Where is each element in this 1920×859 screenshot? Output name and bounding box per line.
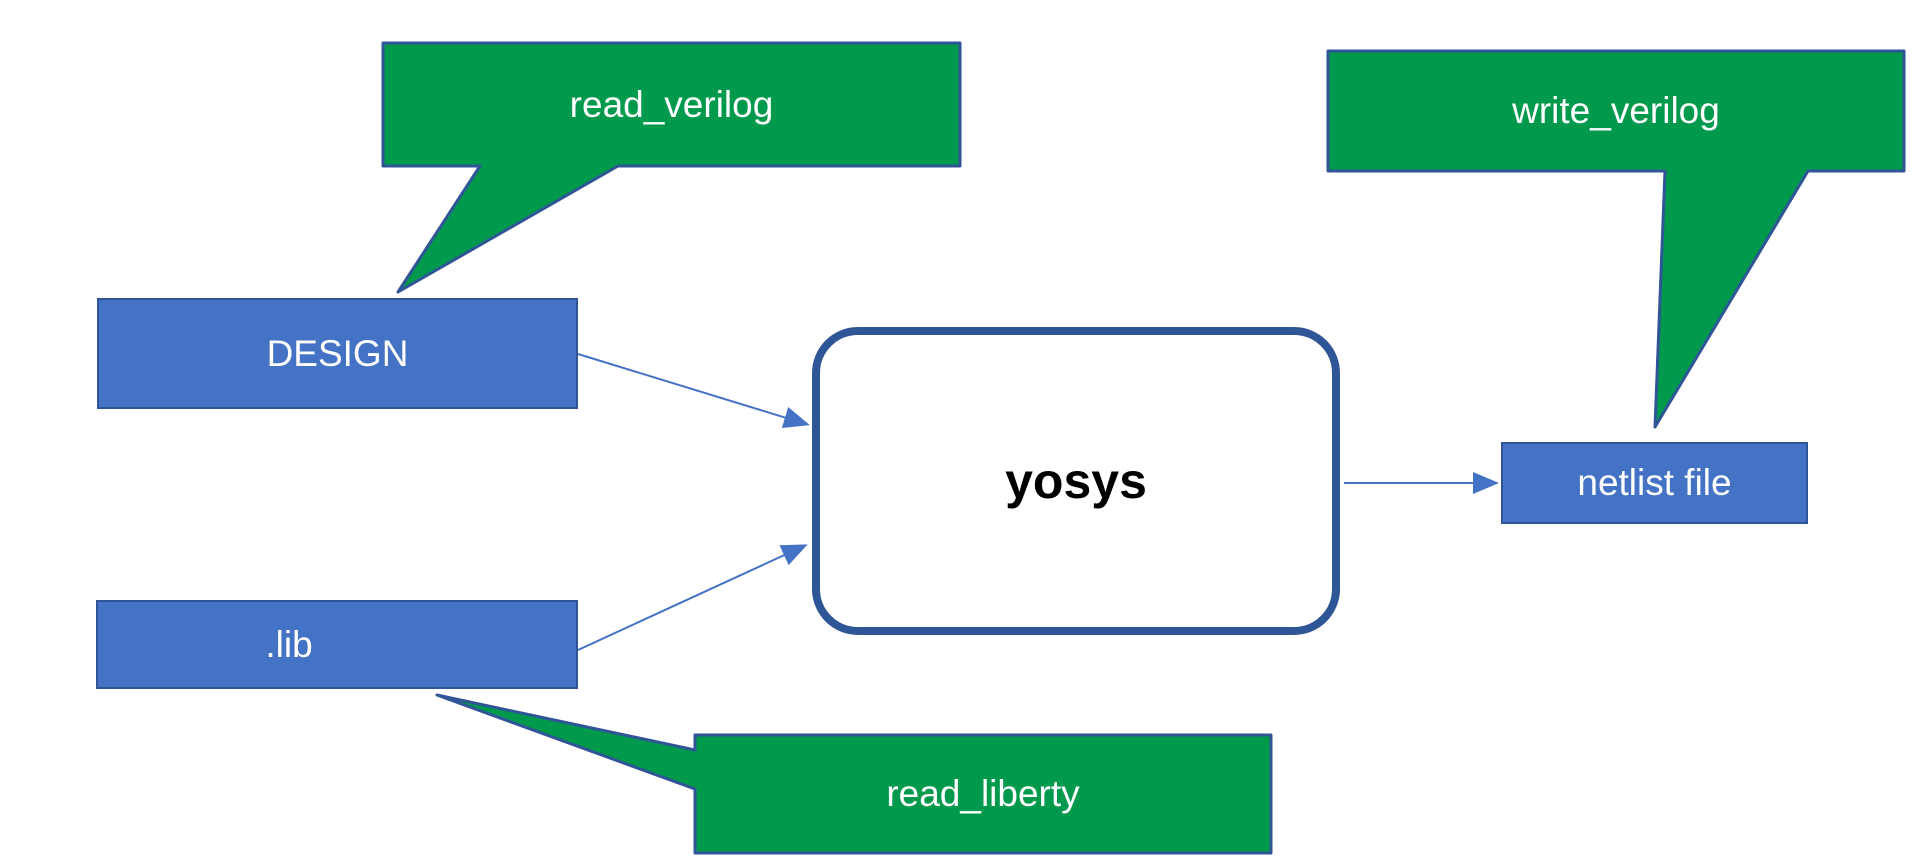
read-liberty-callout-shape — [435, 693, 1273, 855]
write-verilog-callout-shape — [1326, 49, 1906, 429]
read-verilog-callout-shape — [381, 41, 962, 294]
netlist-file-node: netlist file — [1501, 442, 1808, 524]
design-to-yosys-arrow — [577, 353, 810, 429]
lib-to-yosys-arrow — [577, 544, 808, 651]
design-node: DESIGN — [97, 298, 578, 409]
yosys-process-node: yosys — [812, 327, 1340, 635]
lib-node: .lib — [96, 600, 578, 689]
netlist-file-node-label: netlist file — [1577, 462, 1732, 503]
yosys-process-label: yosys — [1005, 453, 1147, 509]
design-node-label: DESIGN — [266, 332, 409, 374]
lib-node-label: .lib — [265, 623, 313, 665]
